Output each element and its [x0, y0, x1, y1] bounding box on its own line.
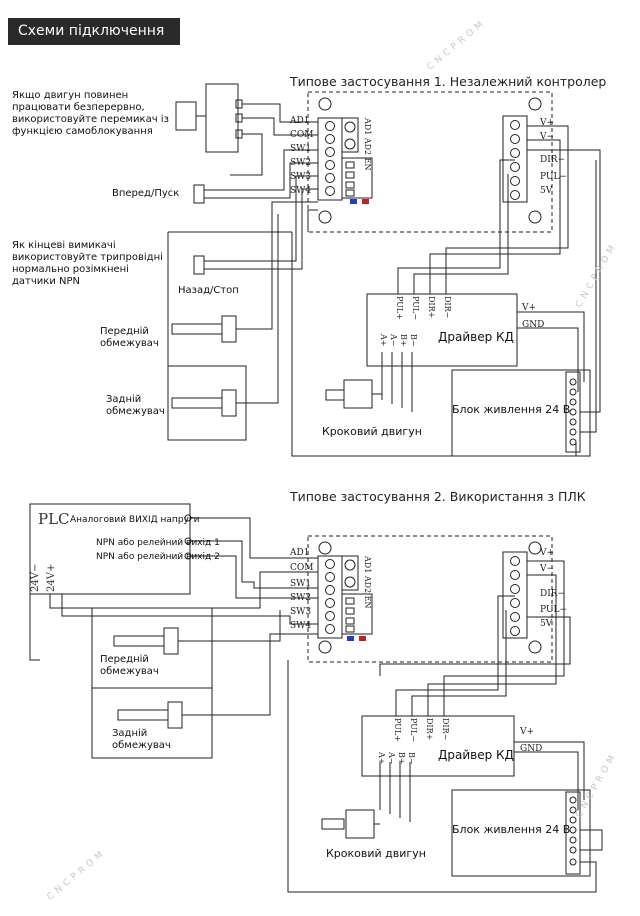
output-terminals-1 — [510, 120, 520, 200]
driver-label-2: Драйвер КД — [438, 748, 514, 762]
driver2-pin-gnd: GND — [520, 744, 543, 754]
dip-switch-2 — [341, 593, 373, 635]
driver2-pin-dirminus: DIR− — [441, 718, 450, 741]
rear-limit-sensor-body — [171, 397, 223, 409]
controller-board-2 — [307, 535, 553, 663]
driver2-pin-pulminus: PUL− — [409, 718, 418, 742]
driver-pin-pulplus: PUL+ — [395, 296, 404, 320]
diagram1-title: Типове застосування 1. Незалежний контро… — [290, 74, 607, 89]
front-limit-label: Передній обмежувач — [100, 326, 159, 349]
wire-sw4: SW4 — [290, 186, 312, 196]
wire-sw3-2: SW3 — [290, 607, 312, 617]
psu-label: Блок живлення 24 В — [452, 403, 571, 416]
wire-sw4-2: SW4 — [290, 621, 312, 631]
mount-hole — [528, 97, 542, 111]
driver-label: Драйвер КД — [438, 330, 514, 344]
driver-pin-aminus: A− — [389, 334, 398, 347]
wire-com: COM — [290, 130, 314, 140]
self-lock-switch — [205, 83, 239, 153]
stepper-motor-body-2 — [345, 809, 375, 839]
plc-npn-out-2: NPN або релейний вихід 2 — [96, 552, 220, 562]
driver2-pin-dirplus: DIR+ — [425, 718, 434, 741]
motor-label-2: Кроковий двигун — [326, 847, 426, 860]
wire-ad1-2: AD1 — [290, 548, 310, 558]
wire-sw1-2: SW1 — [290, 579, 312, 589]
mount-hole — [318, 97, 332, 111]
out-pin-pulminus-2: PUL− — [540, 605, 567, 615]
output-terminal-block-2 — [502, 551, 528, 639]
plc-analog-out: Аналоговий ВИХІД напруги — [70, 515, 200, 525]
output-terminal-block-1 — [502, 115, 528, 203]
diagram2-title: Типове застосування 2. Використання з ПЛ… — [290, 489, 586, 504]
forward-start-label: Вперед/Пуск — [112, 188, 180, 199]
wire-sw2-2: SW2 — [290, 593, 312, 603]
out-pin-dirminus: DIR− — [540, 155, 566, 165]
knob-block-1 — [341, 117, 359, 153]
mount-hole — [528, 210, 542, 224]
driver-pin-dirplus: DIR+ — [427, 296, 436, 319]
out-pin-5v-2: 5V — [540, 619, 553, 629]
page-header: Схеми підключення — [8, 18, 180, 45]
plc-24v-minus: 24V− — [30, 563, 41, 592]
controller-board-1 — [307, 91, 553, 233]
driver2-pin-bplus: B+ — [397, 752, 406, 765]
mount-hole — [318, 210, 332, 224]
driver-box-1 — [366, 293, 518, 367]
plc-npn-out-1: NPN або релейний вихід 1 — [96, 538, 220, 548]
driver2-pin-aplus: A+ — [377, 752, 386, 765]
driver-pin-bminus: B− — [409, 334, 418, 347]
dip-switch-1 — [341, 157, 373, 199]
plc-box — [29, 503, 191, 595]
out-pin-vminus-2: V− — [540, 564, 555, 574]
driver2-pin-bminus: B− — [407, 752, 416, 765]
self-lock-note: Якщо двигун повинен працювати безперервн… — [12, 90, 169, 137]
driver2-pin-pulplus: PUL+ — [393, 718, 402, 742]
wire-com-2: COM — [290, 563, 314, 573]
psu-label-2: Блок живлення 24 В — [452, 823, 571, 836]
out-pin-vplus: V+ — [540, 118, 555, 128]
motor-label: Кроковий двигун — [322, 425, 422, 438]
front-limit-sensor-body-2 — [113, 635, 165, 647]
wire-sw3: SW3 — [290, 172, 312, 182]
driver-pin-gnd: GND — [522, 320, 545, 330]
driver-pin-bplus: B+ — [399, 334, 408, 347]
back-stop-label: Назад/Стоп — [178, 285, 239, 296]
rear-limit-label: Задній обмежувач — [106, 394, 165, 417]
rear-limit-sensor-body-2 — [117, 709, 169, 721]
stepper-motor-body-1 — [343, 379, 373, 409]
driver-pin-dirminus: DIR− — [443, 296, 452, 319]
plc-label: PLC — [38, 510, 70, 528]
driver2-pin-aminus: A− — [387, 752, 396, 765]
wire-sw2: SW2 — [290, 158, 312, 168]
out-pin-vplus-2: V+ — [540, 548, 555, 558]
plc-24v-plus: 24V+ — [46, 563, 57, 592]
wire-sw1: SW1 — [290, 144, 312, 154]
potentiometer-1 — [344, 121, 356, 133]
front-limit-sensor-body — [171, 323, 223, 335]
driver-pin-aplus: A+ — [379, 334, 388, 347]
psu-box-2 — [451, 789, 591, 877]
controller-knob-labels-2: AD1 AD2 EN — [363, 556, 372, 609]
input-terminals-1 — [325, 121, 335, 196]
driver-pin-vplus: V+ — [522, 303, 537, 313]
potentiometer-2 — [344, 138, 356, 150]
driver-box-2 — [361, 715, 515, 777]
controller-knob-labels: AD1 AD2 EN — [363, 118, 372, 171]
out-pin-5v: 5V — [540, 186, 553, 196]
rear-limit-label-2: Задній обмежувач — [112, 728, 171, 751]
front-limit-label-2: Передній обмежувач — [100, 654, 159, 677]
npn-sensor-note: Як кінцеві вимикачі використовуйте трипр… — [12, 240, 163, 287]
out-pin-vminus: V− — [540, 132, 555, 142]
out-pin-dirminus-2: DIR− — [540, 589, 566, 599]
out-pin-pulminus: PUL− — [540, 172, 567, 182]
driver-pin-pulminus: PUL− — [411, 296, 420, 320]
wire-ad1: AD1 — [290, 116, 310, 126]
driver2-pin-vplus: V+ — [520, 727, 535, 737]
